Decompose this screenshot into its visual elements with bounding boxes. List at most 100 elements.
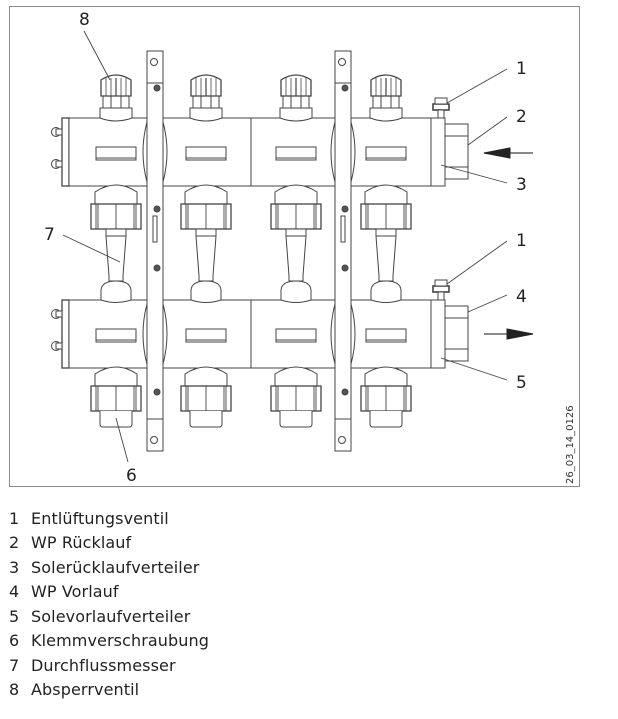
legend-item-number: 3 <box>9 557 20 577</box>
legend-item-number: 2 <box>9 533 20 553</box>
legend-list: 1 Entlüftungsventil 2 WP Rücklauf 3 Solerückl… <box>9 506 209 702</box>
legend-item-number: 1 <box>9 508 20 528</box>
flow-meter-tube <box>375 228 397 282</box>
screw-icon <box>153 388 161 396</box>
mount-hole-icon <box>338 436 346 444</box>
legend-item-label: WP Rücklauf <box>31 533 132 553</box>
pipe-connection <box>444 123 469 180</box>
label-window <box>95 328 137 343</box>
figure-frame <box>9 6 580 487</box>
flow-meter <box>280 228 312 303</box>
legend-item-label: WP Vorlauf <box>31 582 119 602</box>
legend-item-label: Solerücklaufverteiler <box>31 557 200 577</box>
screw-icon <box>153 205 161 213</box>
end-cap <box>61 117 70 187</box>
bracket-bottom-tab <box>146 418 164 452</box>
valve-hex <box>102 95 130 109</box>
return-manifold <box>51 97 469 187</box>
flowmeter-fitting <box>90 184 142 230</box>
legend-item-label: Durchflussmesser <box>31 655 176 675</box>
legend-item-label: Solevorlaufverteiler <box>31 606 191 626</box>
document-id: 26_03_14_0126 <box>565 405 576 484</box>
callout-leader-line <box>467 294 508 313</box>
shutoff-valve <box>279 74 313 122</box>
valve-hex <box>282 95 310 109</box>
flow-meter-base <box>190 280 222 303</box>
legend-item-number: 5 <box>9 606 20 626</box>
screw-icon <box>153 84 161 92</box>
clip-edge <box>162 121 168 183</box>
pipe-socket <box>189 411 223 428</box>
vent-valve-icon <box>432 285 450 293</box>
vent-valve-icon <box>432 103 450 111</box>
supply-manifold <box>51 279 469 369</box>
bracket-top-tab <box>146 50 164 84</box>
mount-hole-icon <box>150 436 158 444</box>
shutoff-valve <box>99 74 133 122</box>
clip-edge <box>142 303 148 365</box>
outflow-arrow-icon <box>484 328 534 340</box>
legend-item-number: 8 <box>9 680 20 700</box>
legend-item-number: 6 <box>9 631 20 651</box>
valve-base <box>189 107 223 122</box>
callout-leader-line <box>83 30 111 81</box>
callout-leader-line <box>62 234 121 263</box>
callout-leader-line <box>440 357 508 381</box>
callout-leader-line <box>446 240 508 285</box>
clamp-fitting <box>180 366 232 428</box>
legend-item: 3 Solerücklaufverteiler <box>9 555 209 580</box>
fitting-dome <box>364 184 408 205</box>
clip-edge <box>350 303 356 365</box>
fitting-dome <box>364 366 408 387</box>
flow-meter-base <box>280 280 312 303</box>
clip-edge <box>330 303 336 365</box>
flow-meter <box>100 228 132 303</box>
clip-edge <box>162 303 168 365</box>
fitting-dome <box>94 184 138 205</box>
clip-edge <box>350 121 356 183</box>
vent-valve-stem <box>437 109 445 119</box>
shutoff-valve <box>369 74 403 122</box>
pipe-connection <box>444 305 469 362</box>
mount-hole-icon <box>150 58 158 66</box>
callout-number: 8 <box>79 10 90 30</box>
mounting-bracket <box>142 50 168 452</box>
flowmeter-fitting <box>180 184 232 230</box>
label-window <box>365 146 407 161</box>
vent-valve-cap <box>434 279 448 287</box>
clamp-fitting <box>360 366 412 428</box>
callout-number: 1 <box>516 231 527 251</box>
label-window <box>275 146 317 161</box>
pipe-socket <box>369 411 403 428</box>
arrow-head <box>506 328 534 340</box>
label-window <box>275 328 317 343</box>
fitting-dome <box>184 366 228 387</box>
label-window <box>185 146 227 161</box>
legend-item-label: Entlüftungsventil <box>31 508 169 528</box>
flow-meter-tube <box>105 228 127 282</box>
inflow-arrow-icon <box>483 147 533 159</box>
pipe-socket <box>279 411 313 428</box>
legend-item: 1 Entlüftungsventil <box>9 506 209 531</box>
flow-meter-base <box>100 280 132 303</box>
callout-number: 5 <box>516 373 527 393</box>
label-window <box>185 328 227 343</box>
valve-hex <box>372 95 400 109</box>
flow-meter-tube <box>285 228 307 282</box>
valve-base <box>279 107 313 122</box>
valve-hex <box>192 95 220 109</box>
screw-icon <box>341 205 349 213</box>
clamp-fitting <box>270 366 322 428</box>
flow-meter <box>190 228 222 303</box>
end-flange <box>430 299 446 369</box>
callout-leader-line <box>115 417 129 463</box>
callout-number: 4 <box>516 287 527 307</box>
callout-number: 7 <box>44 225 55 245</box>
label-window <box>95 146 137 161</box>
callout-leader-line <box>440 164 508 184</box>
